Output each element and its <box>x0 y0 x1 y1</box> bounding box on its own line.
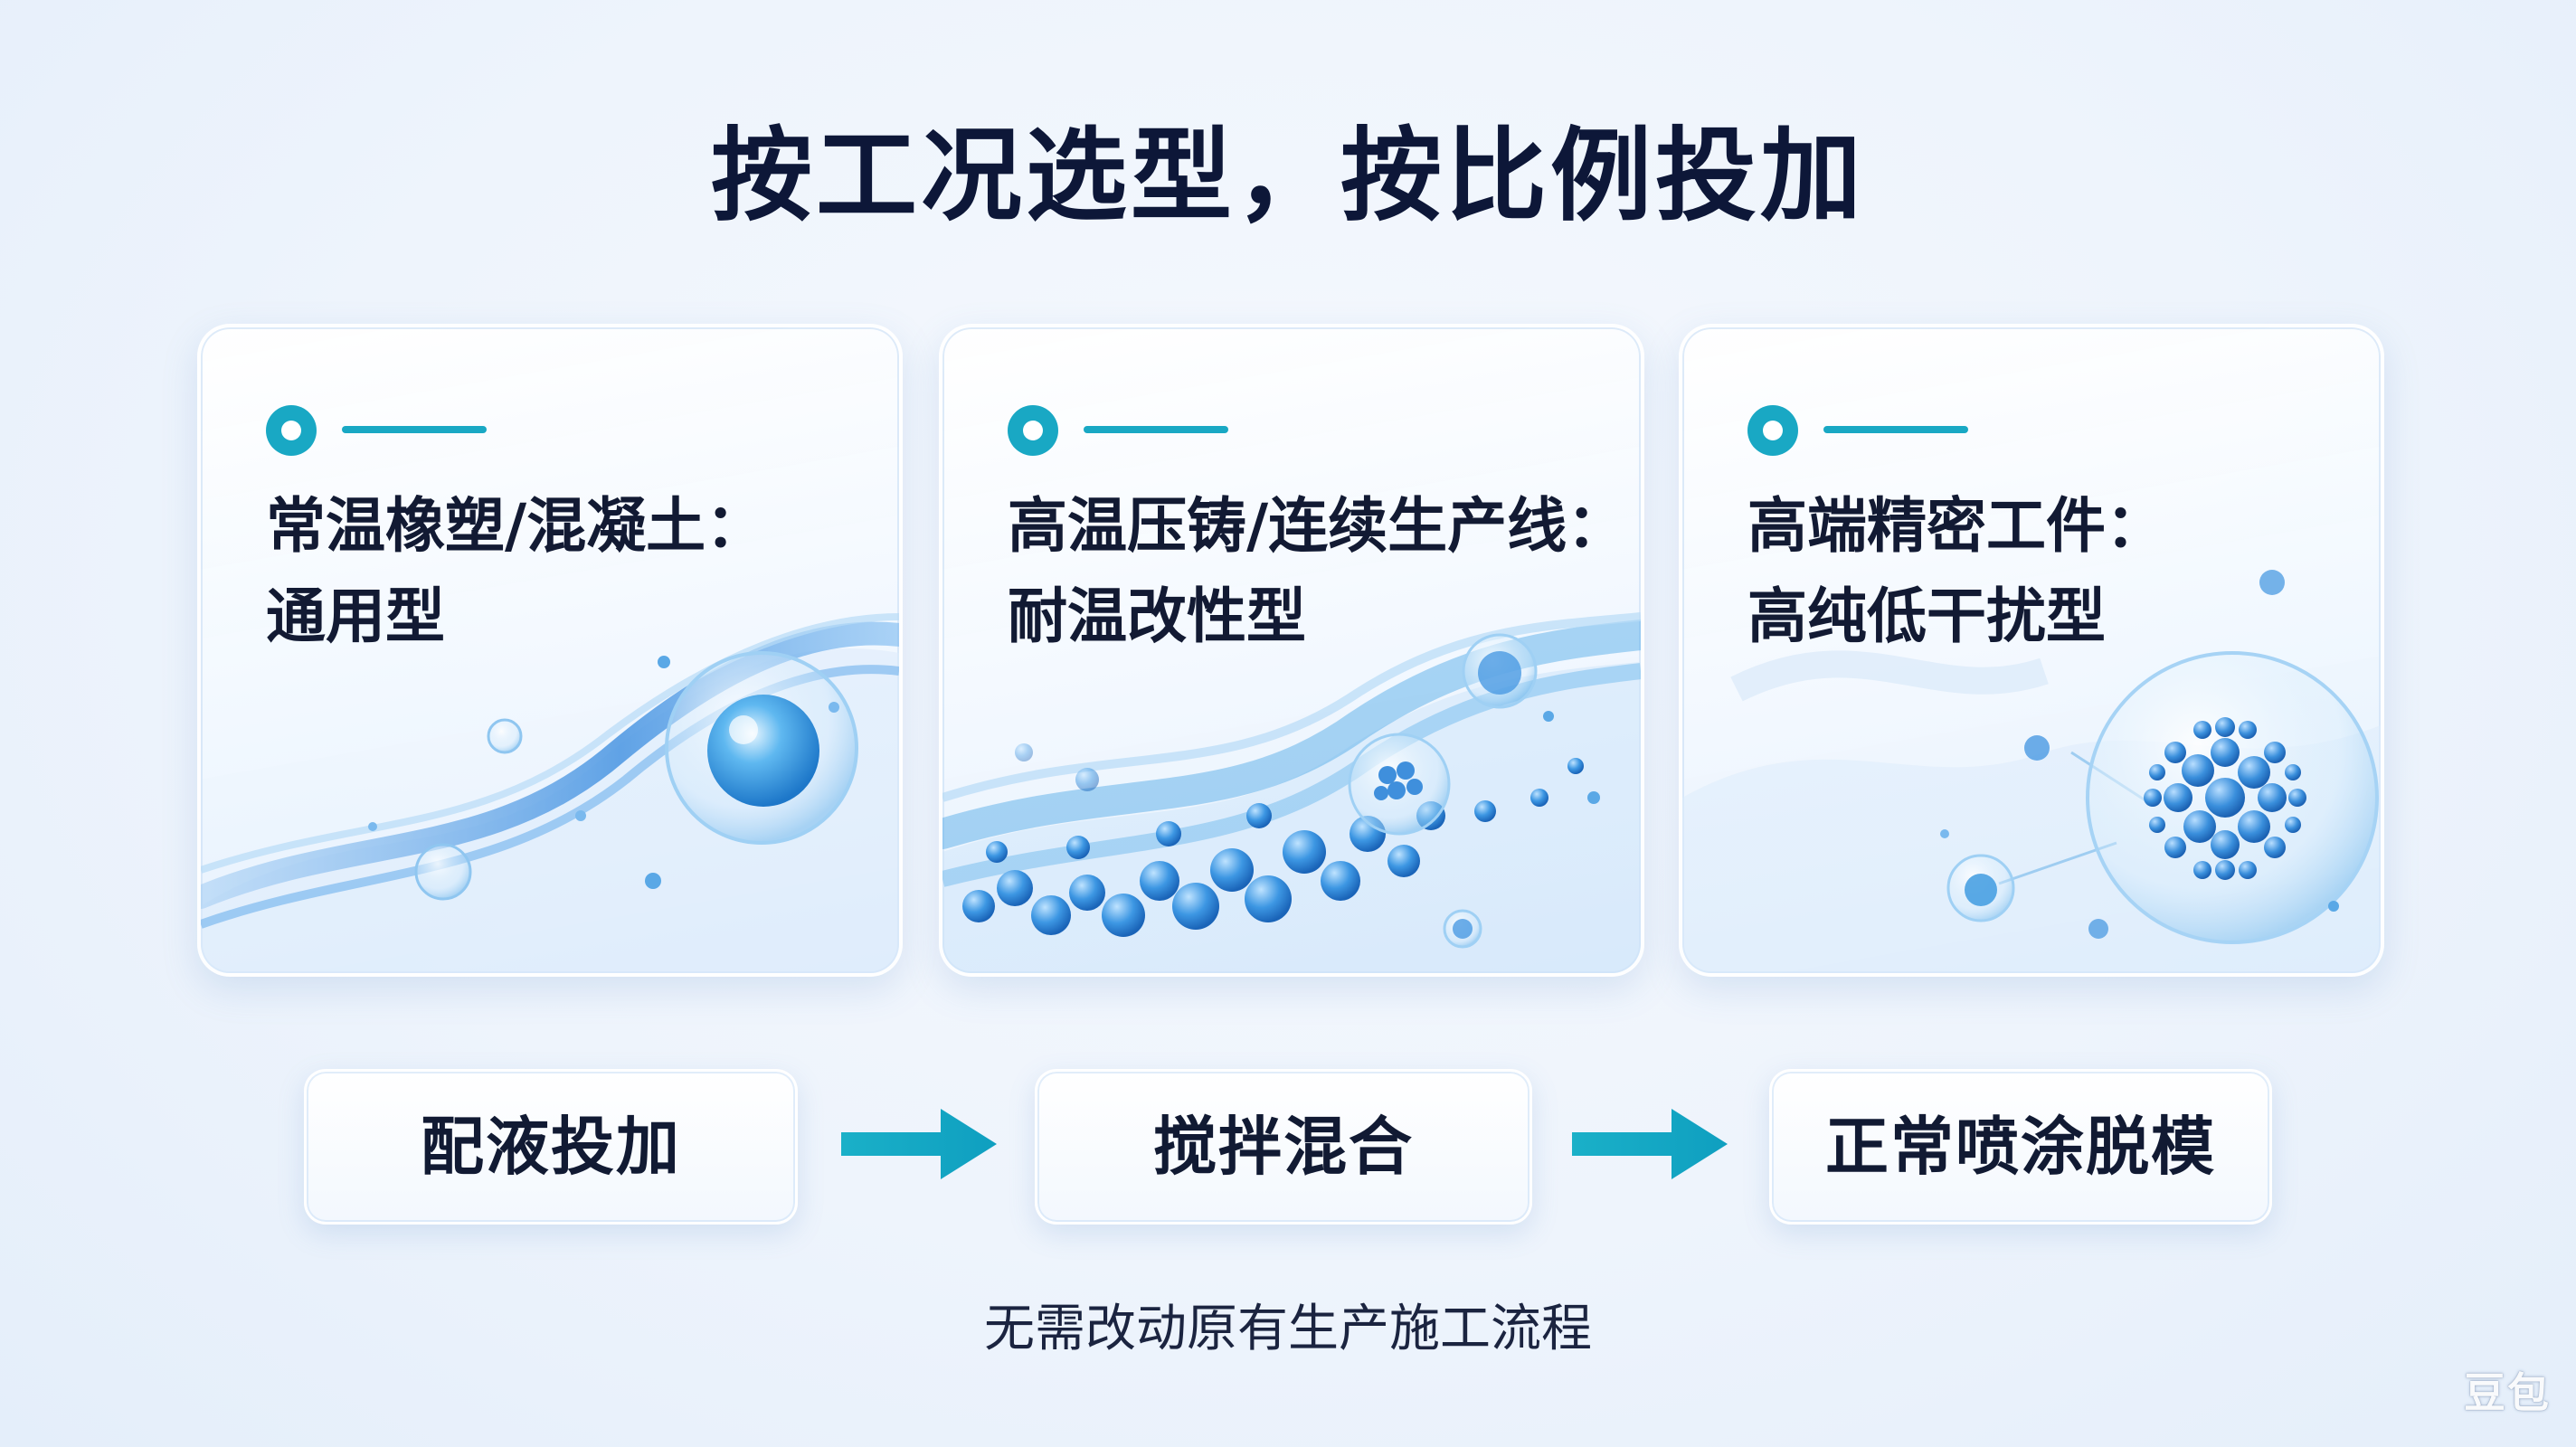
card-general-type: 常温橡塑/混凝土： 通用型 <box>197 324 903 977</box>
card-label: 常温橡塑/混凝土： 通用型 <box>266 481 881 662</box>
molecule-cluster-illustration <box>1682 570 2381 973</box>
card-type: 耐温改性型 <box>1008 582 1306 651</box>
card-condition: 常温橡塑/混凝土： <box>266 491 766 561</box>
card-type: 高纯低干扰型 <box>1747 582 2106 651</box>
ring-dot-icon <box>266 405 317 456</box>
card-label: 高端精密工件： 高纯低干扰型 <box>1747 481 2363 662</box>
card-label: 高温压铸/连续生产线： 耐温改性型 <box>1008 481 1627 662</box>
card-condition: 高端精密工件： <box>1747 491 2165 561</box>
liquid-wave-illustration <box>201 613 899 973</box>
card-type: 通用型 <box>266 582 445 651</box>
card-heat-resistant-type: 高温压铸/连续生产线： 耐温改性型 <box>939 324 1644 977</box>
step-dosing: 配液投加 <box>304 1069 798 1225</box>
card-accent-rule <box>342 426 487 433</box>
step-spray-demold: 正常喷涂脱模 <box>1769 1069 2272 1225</box>
card-high-purity-type: 高端精密工件： 高纯低干扰型 <box>1679 324 2384 977</box>
particle-stream-illustration <box>942 612 1641 973</box>
page-title: 按工况选型，按比例投加 <box>711 118 1865 235</box>
card-accent-rule <box>1823 426 1968 433</box>
ring-dot-icon <box>1008 405 1058 456</box>
arrow-right-icon <box>1572 1109 1728 1179</box>
footnote: 无需改动原有生产施工流程 <box>984 1300 1592 1358</box>
watermark-logo: 豆包 <box>2464 1368 2551 1417</box>
card-accent-rule <box>1084 426 1228 433</box>
card-condition: 高温压铸/连续生产线： <box>1008 491 1627 561</box>
step-mixing: 搅拌混合 <box>1035 1069 1532 1225</box>
arrow-right-icon <box>841 1109 997 1179</box>
ring-dot-icon <box>1747 405 1798 456</box>
